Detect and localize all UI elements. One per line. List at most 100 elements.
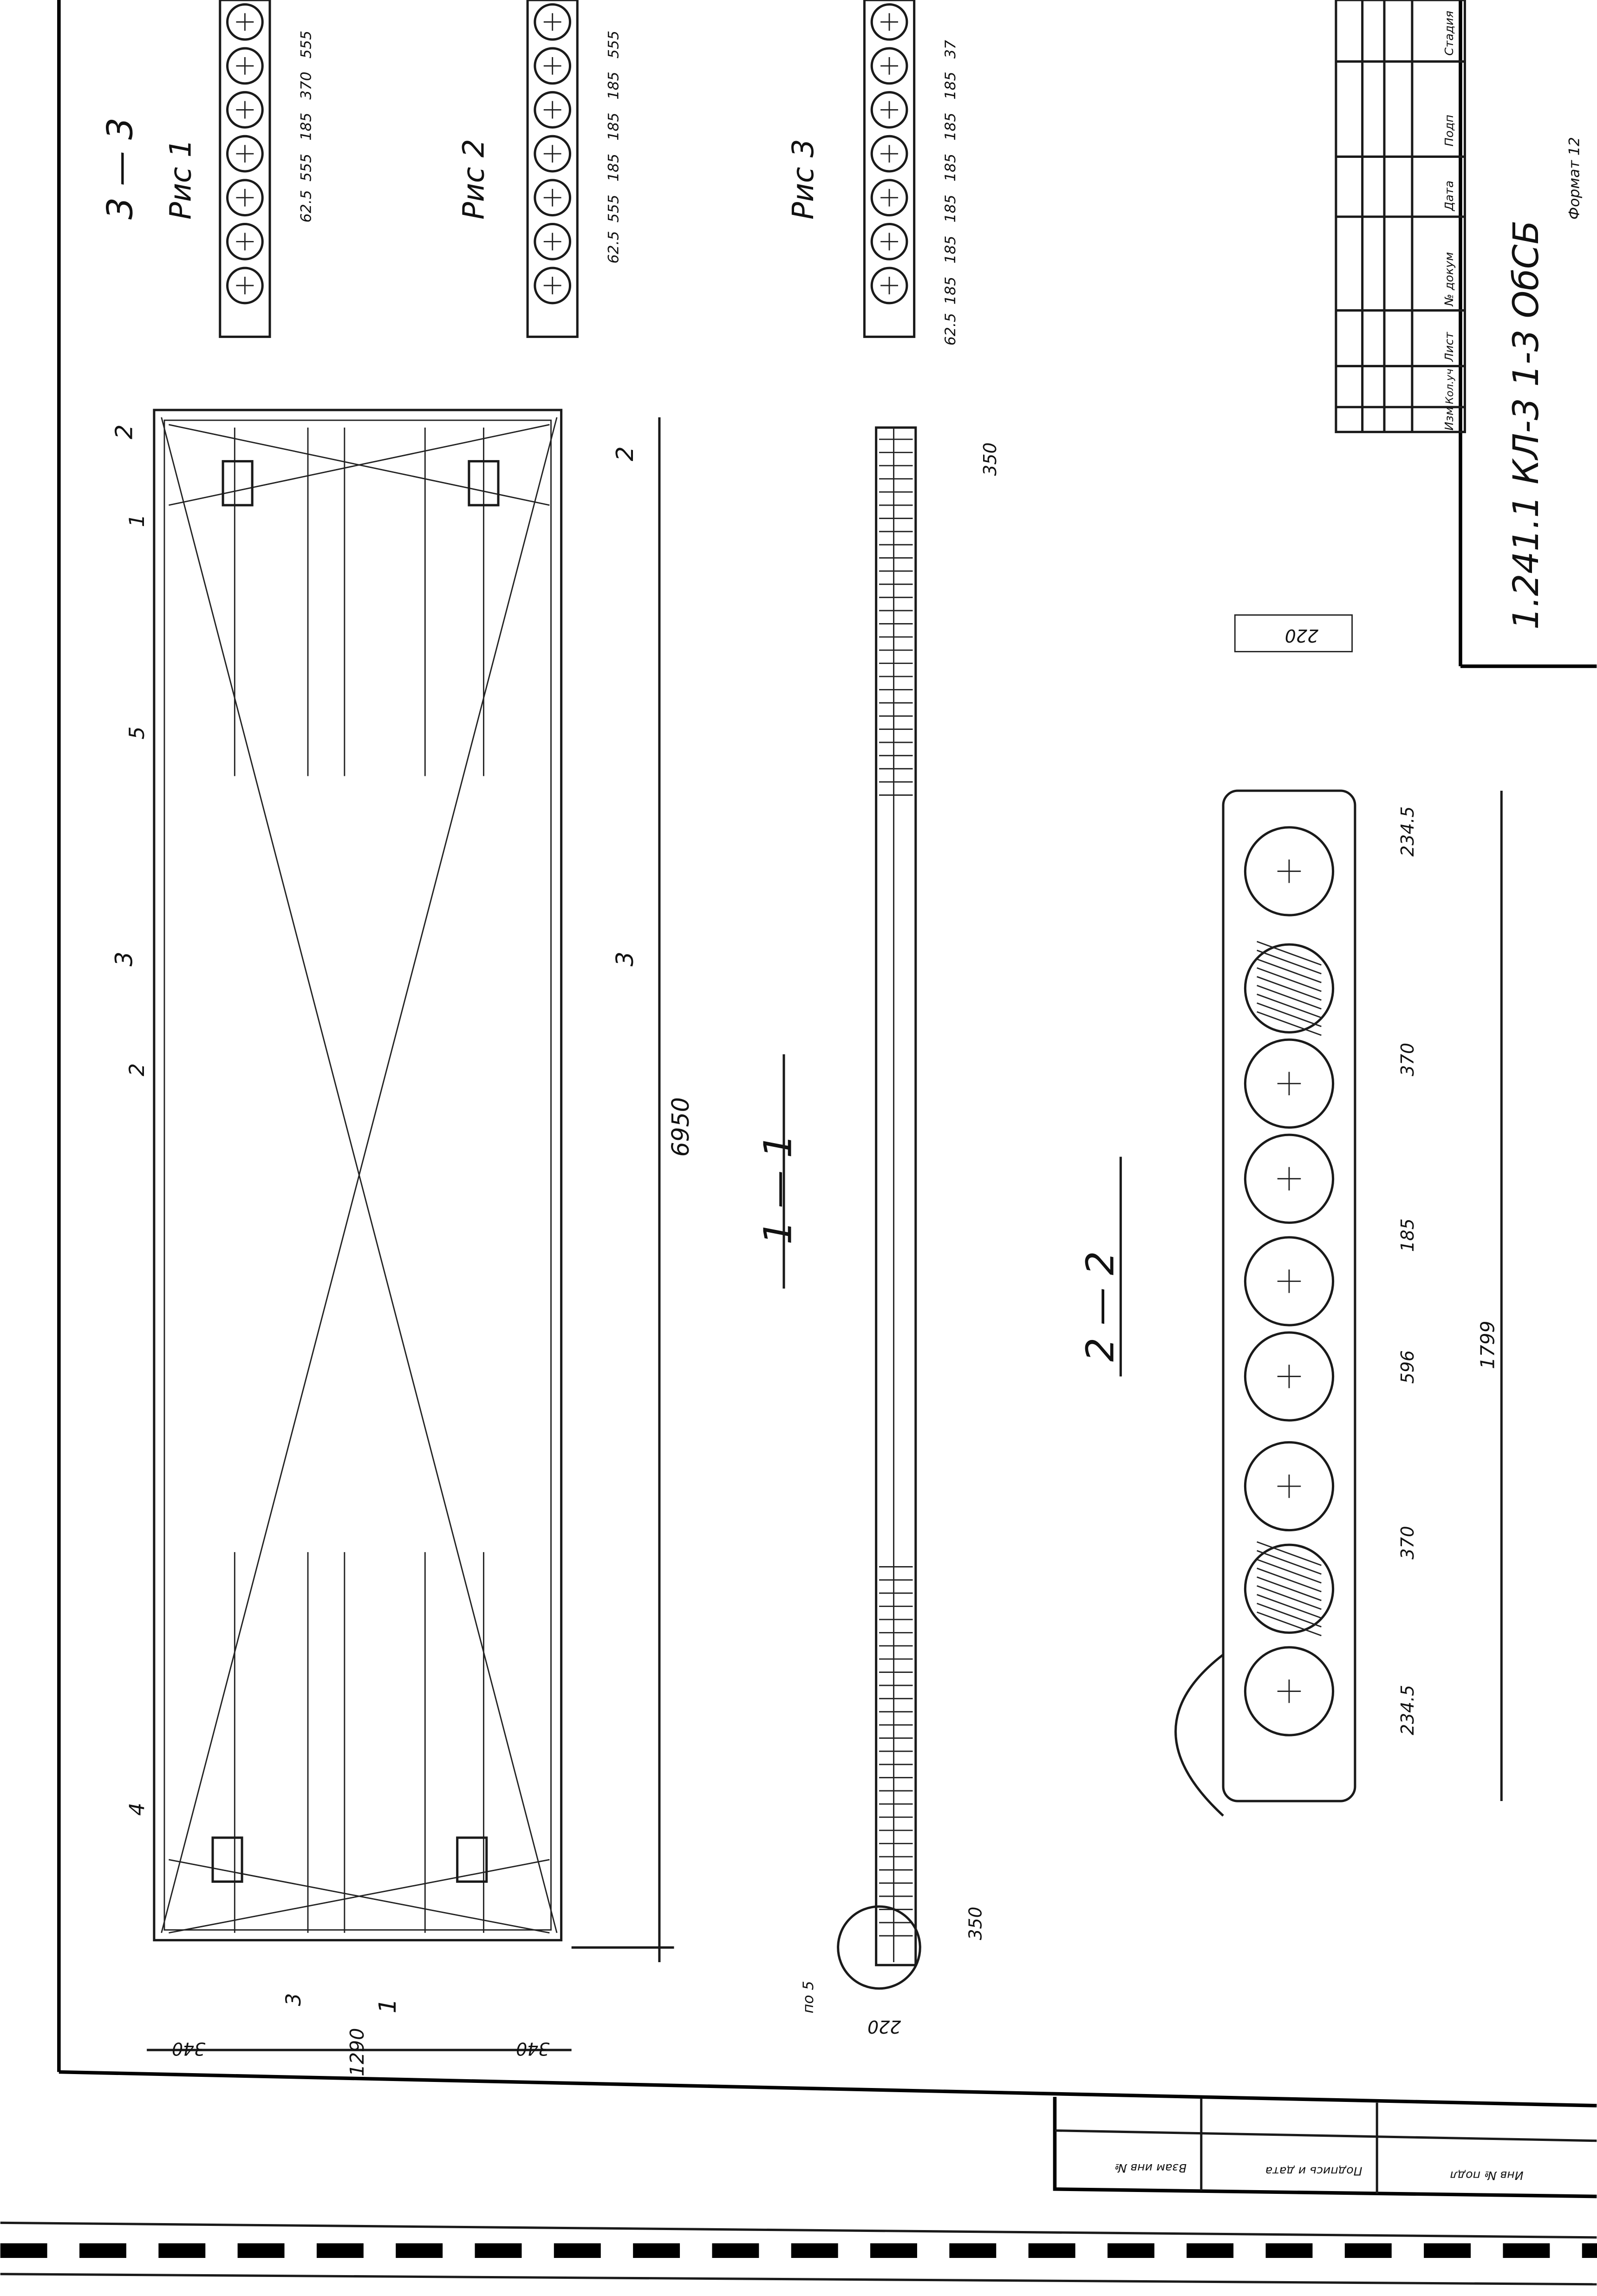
stamp-sign-date: Подпись и дата: [1265, 2164, 1362, 2178]
hatch-line: [1257, 1568, 1322, 1593]
edge-dash: [158, 2243, 206, 2258]
dim-end-b: 350: [965, 1906, 986, 1940]
dim-fig2: 185: [606, 154, 622, 182]
section-3-3-title: 3 — 3: [100, 117, 141, 220]
edge-dash: [949, 2243, 997, 2258]
void-circle: [226, 179, 264, 217]
filled-void-circle: [1244, 943, 1335, 1034]
dim-edge-a: 340: [172, 2038, 205, 2059]
edge-dash: [1265, 2243, 1313, 2258]
edge-dash: [1107, 2243, 1154, 2258]
edge-dash: [316, 2243, 364, 2258]
void-circle: [534, 135, 572, 173]
hatch-line: [1257, 941, 1322, 966]
cut-mark-2-bottom: 2: [611, 446, 639, 461]
fig3-outline: [863, 0, 916, 338]
hatch-line: [1257, 1602, 1322, 1628]
void-circle: [1244, 1133, 1335, 1224]
dim-fig1: 62.5: [298, 190, 314, 222]
header-stage: Стадия: [1442, 11, 1456, 56]
dim-width: 1290: [346, 2028, 368, 2076]
plan-view: 6950 1290 340 340 2 2 3 3 1 5 2 1 4 3: [111, 409, 694, 2076]
edge-dash: [79, 2243, 126, 2258]
fig2-outline: [526, 0, 579, 338]
hatch-line: [1257, 985, 1322, 1010]
void-circle: [1244, 1038, 1335, 1129]
drawing-designation: 1.241.1 КЛ-3 1-3 ОбСБ: [1506, 220, 1546, 630]
edge-dash: [554, 2243, 601, 2258]
dim-fig2: 555: [606, 31, 622, 59]
void-circle: [870, 91, 908, 129]
void-circle: [1244, 1236, 1335, 1327]
dim-fig2: 185: [606, 113, 622, 141]
void-circle: [534, 47, 572, 85]
cut-mark-3-top: 3: [111, 951, 138, 966]
edge-dash: [396, 2243, 443, 2258]
void-circle: [870, 47, 908, 85]
hatch-line: [1257, 1585, 1322, 1610]
dim-fig2: 62.5: [606, 231, 622, 263]
void-circle: [226, 3, 264, 41]
header-kol-uch: Кол.уч: [1444, 369, 1456, 404]
dim-section-height: 220: [1285, 625, 1318, 646]
hatch-line: [1257, 967, 1322, 992]
scan-edge-marks: [0, 2243, 1597, 2258]
edge-dash: [712, 2243, 759, 2258]
edge-dash: [1186, 2243, 1234, 2258]
hatch-line: [1257, 1611, 1322, 1637]
void-circle: [870, 179, 908, 217]
dim-fig3: 185: [942, 154, 959, 182]
dim-cell: 370: [1397, 1043, 1418, 1076]
dim-fig1: 555: [298, 31, 314, 59]
void-circle: [226, 267, 264, 305]
edge-dash: [1424, 2243, 1471, 2258]
dim-end-a: 350: [980, 442, 1000, 476]
filled-void-circle: [1244, 1543, 1335, 1634]
void-circle: [534, 267, 572, 305]
header-izm: Изм: [1442, 407, 1456, 430]
dim-cell: 234.5: [1397, 807, 1418, 857]
dim-total: 1799: [1477, 1320, 1499, 1369]
void-circle: [1244, 826, 1335, 917]
dim-cell: 234.5: [1397, 1685, 1418, 1735]
void-circle: [870, 135, 908, 173]
edge-dash: [1582, 2243, 1597, 2258]
void-circle: [534, 3, 572, 41]
hatch-line: [1257, 1550, 1322, 1575]
void-circle: [1244, 1441, 1335, 1532]
cut-mark-2-top: 2: [111, 424, 138, 439]
void-circle: [226, 47, 264, 85]
dim-fig1: 370: [298, 72, 314, 99]
section-3-3: 3 — 3 Рис 1 Рис 2 Рис 3 55537018555562.5…: [100, 0, 959, 345]
section-1-1: 1 — 1 350 350 220 по 5: [756, 426, 1000, 2037]
hatch-line: [1257, 958, 1322, 983]
hatch-line: [1257, 994, 1322, 1019]
hatch-line: [1257, 1576, 1322, 1601]
fig2-label: Рис 2: [456, 139, 490, 220]
dim-edge-b: 340: [516, 2038, 549, 2059]
section-1-1-title: 1 — 1: [756, 1134, 801, 1244]
header-doc: № докум: [1442, 252, 1456, 307]
void-circle: [870, 3, 908, 41]
cut-mark-3-bottom: 3: [611, 951, 639, 966]
pos-label-3: 3: [282, 1993, 306, 2006]
dim-cell: 370: [1397, 1526, 1418, 1559]
edge-dash: [1503, 2243, 1550, 2258]
edge-dash: [1344, 2243, 1392, 2258]
stamp-inv-orig: Инв № подл: [1450, 2169, 1524, 2182]
dim-fig3: 62.5: [942, 313, 959, 345]
hatch-line: [1257, 1002, 1322, 1028]
dim-height: 220: [867, 2016, 901, 2037]
fig3-label: Рис 3: [786, 139, 820, 220]
void-circle: [226, 135, 264, 173]
fig1-outline: [219, 0, 271, 338]
pos-label-5: 5: [125, 727, 149, 740]
pos-label-4: 4: [125, 1802, 149, 1815]
void-circle: [226, 91, 264, 129]
hatch-line: [1257, 1559, 1322, 1584]
void-circle: [534, 179, 572, 217]
pos-label-1: 1: [125, 514, 149, 527]
